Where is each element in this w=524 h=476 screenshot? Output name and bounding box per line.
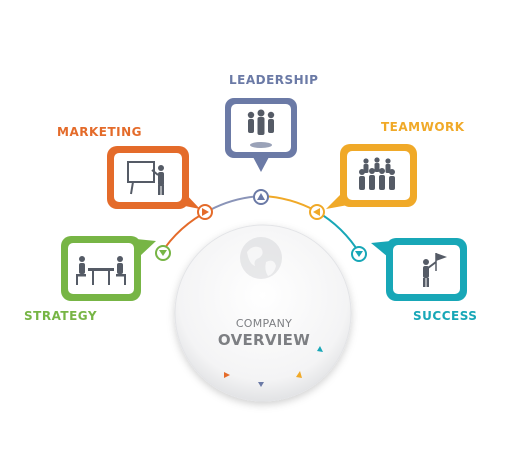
teamwork-bubble xyxy=(326,144,417,209)
person-flag-icon xyxy=(423,253,447,287)
marketing-label: MARKETING xyxy=(57,125,143,139)
arc-leadership-teamwork xyxy=(261,195,317,212)
success-bubble xyxy=(371,238,467,301)
marketing-arrow-marker xyxy=(197,204,213,220)
success-label: SUCCESS xyxy=(413,309,478,323)
leadership-bubble xyxy=(225,98,297,172)
presentation-board-icon xyxy=(127,161,164,195)
meeting-table-icon xyxy=(76,256,126,285)
team-group-icon xyxy=(359,157,395,190)
bottom-mini-arrows xyxy=(224,346,323,387)
center-circle xyxy=(174,224,352,402)
success-arrow-marker xyxy=(351,246,367,262)
strategy-bubble xyxy=(61,236,156,301)
center-title-line1: COMPANY xyxy=(235,317,293,330)
strategy-label: STRATEGY xyxy=(24,309,98,323)
teamwork-label: TEAMWORK xyxy=(381,120,465,134)
marketing-bubble xyxy=(107,146,200,209)
center-title-line2: OVERVIEW xyxy=(217,331,311,349)
globe-icon xyxy=(240,237,282,279)
leadership-label: LEADERSHIP xyxy=(229,73,319,87)
leadership-arrow-marker xyxy=(253,189,269,205)
teamwork-arrow-marker xyxy=(309,204,325,220)
leadership-group-icon xyxy=(247,109,275,148)
strategy-arrow-marker xyxy=(155,245,171,261)
arc-arrow-markers xyxy=(155,189,367,262)
